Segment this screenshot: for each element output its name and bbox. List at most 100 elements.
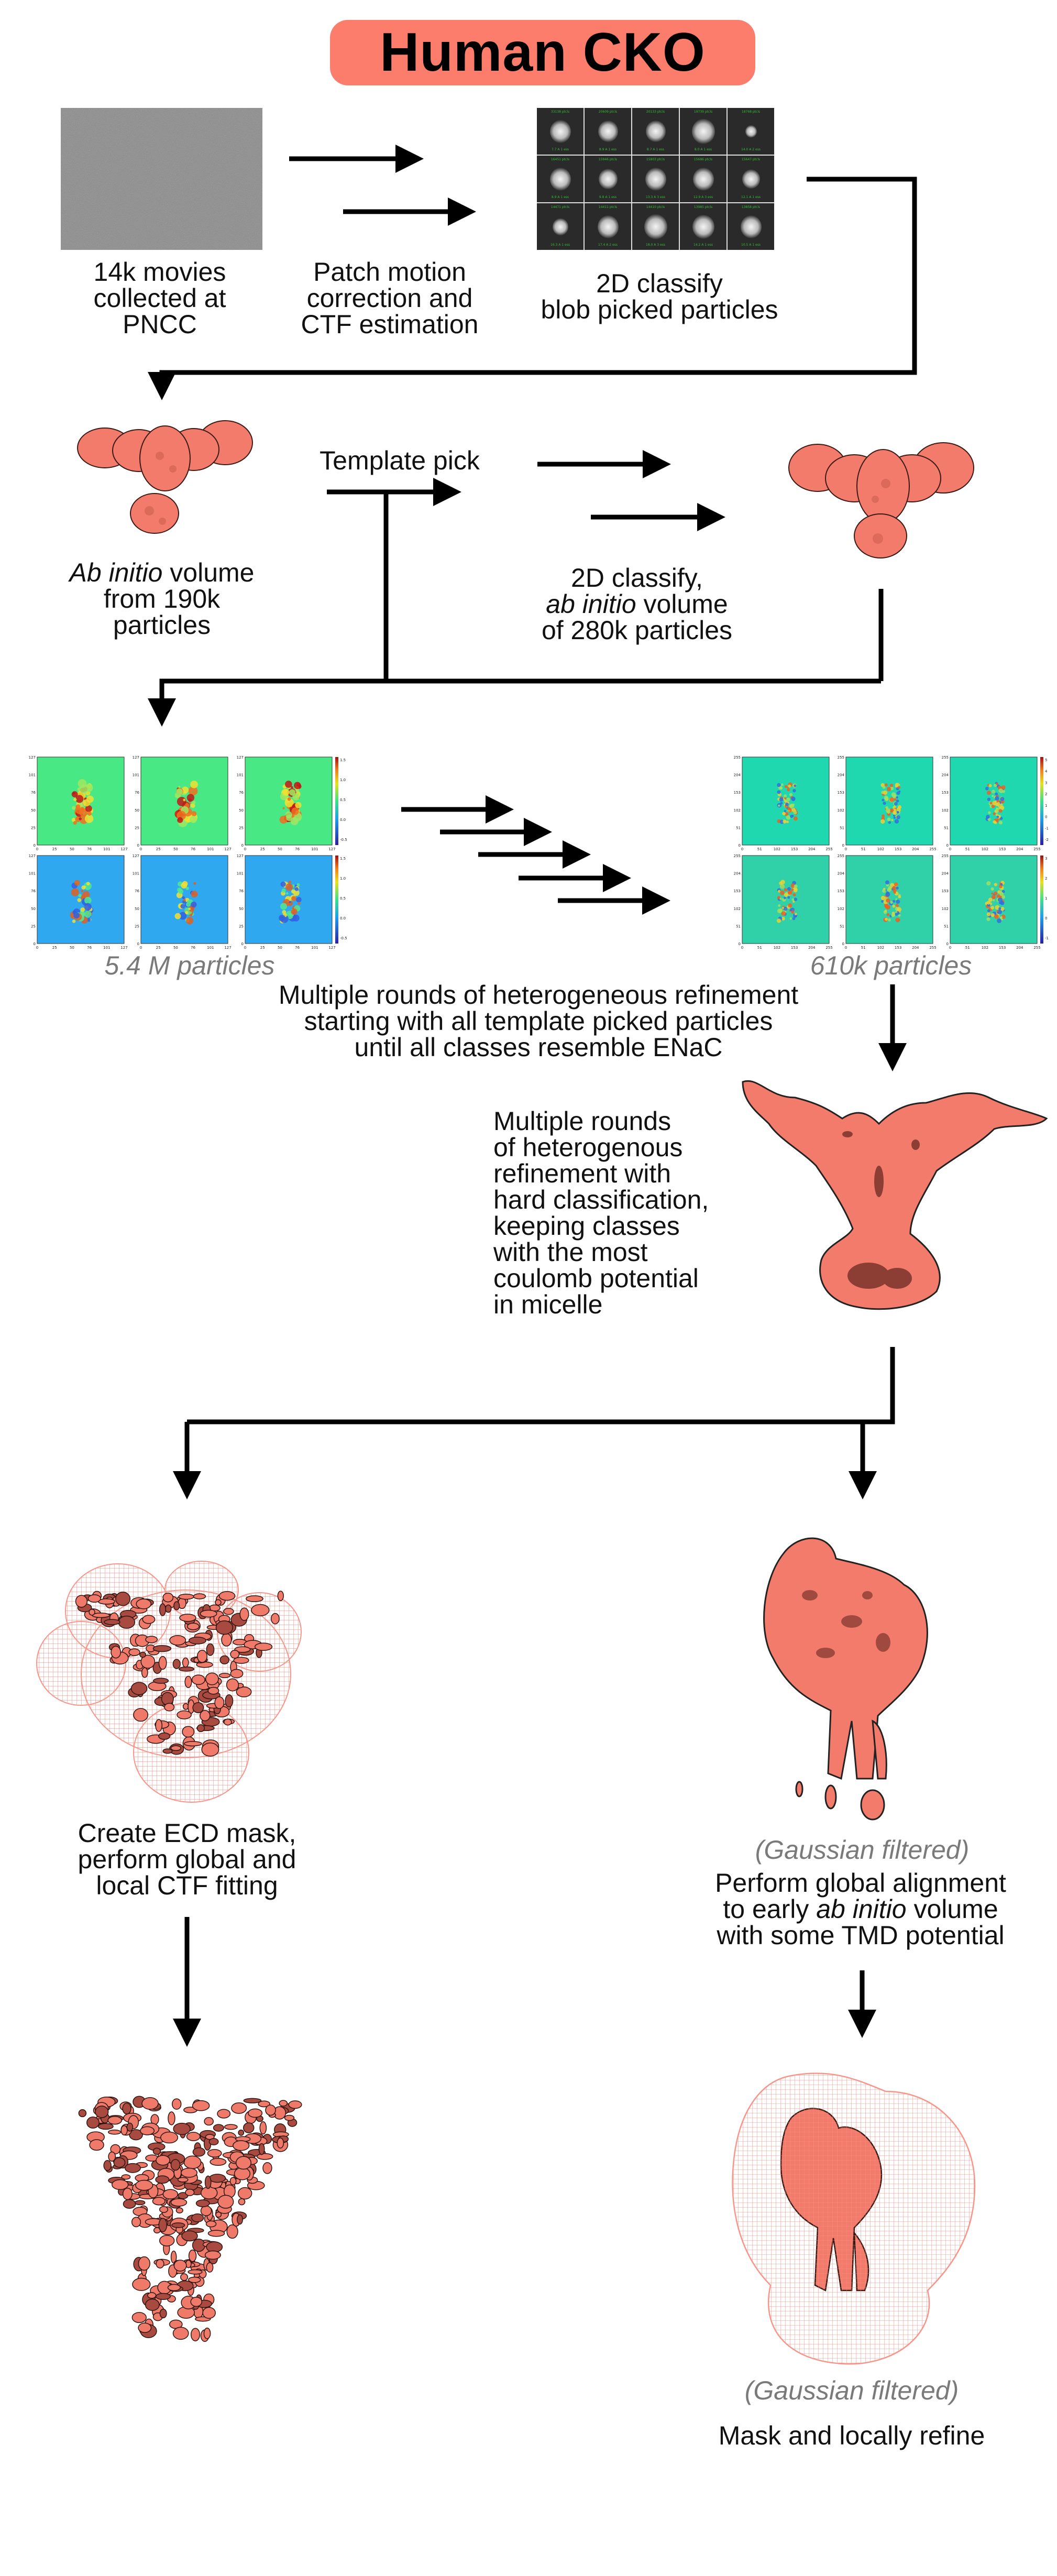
density-blob bbox=[238, 2198, 246, 2206]
x-tick-label: 102 bbox=[774, 847, 780, 851]
density-blob bbox=[177, 2177, 189, 2183]
density-blob bbox=[210, 2158, 227, 2166]
class-resolution: 9.8 A 1 ess bbox=[599, 195, 617, 199]
density-blob bbox=[185, 2188, 195, 2196]
density-blob bbox=[180, 2273, 189, 2281]
density-blob bbox=[239, 1607, 249, 1621]
density-blob bbox=[207, 2149, 222, 2158]
density-blob bbox=[225, 1694, 234, 1708]
density-blob bbox=[145, 2298, 160, 2311]
density-blob bbox=[204, 2250, 221, 2260]
label-line: in micelle bbox=[493, 1290, 603, 1319]
y-tick-label: 0 bbox=[946, 843, 949, 848]
y-tick-label: 51 bbox=[736, 826, 741, 830]
density-blob bbox=[183, 2155, 202, 2169]
x-tick-label: 0 bbox=[36, 847, 38, 851]
density-blob bbox=[205, 1672, 219, 1685]
label-line: 2D classify bbox=[596, 269, 723, 298]
density-blob bbox=[78, 2109, 87, 2118]
abinitio-volume-280k-image bbox=[788, 442, 974, 558]
density-blob bbox=[233, 1657, 249, 1664]
x-tick-label: 50 bbox=[70, 946, 74, 950]
density-blob bbox=[152, 2197, 166, 2206]
movies-label: 14k movies collected at PNCC bbox=[94, 259, 226, 337]
density-blob bbox=[126, 2122, 134, 2132]
density-blob bbox=[259, 2121, 267, 2135]
y-tick-label: 0 bbox=[842, 843, 844, 848]
ecd-refined-map-image bbox=[78, 2096, 302, 2342]
x-tick-label: 102 bbox=[774, 946, 780, 950]
density-blob bbox=[118, 1615, 136, 1629]
x-tick-label: 101 bbox=[103, 847, 110, 851]
density-blob bbox=[183, 1741, 202, 1747]
label-line: PNCC bbox=[123, 310, 197, 339]
density-blob bbox=[108, 2151, 116, 2162]
y-tick-label: 102 bbox=[942, 907, 949, 911]
density-blob bbox=[217, 2195, 234, 2209]
particle-blob bbox=[645, 120, 666, 142]
density-blob bbox=[184, 1675, 192, 1689]
density-blob bbox=[135, 2200, 146, 2206]
abinitio-label: Ab initio volume from 190k particles bbox=[70, 560, 255, 638]
x-tick-label: 255 bbox=[929, 946, 936, 950]
density-blob bbox=[178, 1593, 194, 1600]
y-tick-label: 25 bbox=[31, 924, 36, 928]
x-tick-label: 204 bbox=[808, 946, 816, 950]
y-tick-label: 76 bbox=[135, 791, 139, 795]
y-tick-label: 204 bbox=[942, 773, 949, 777]
particle-blob bbox=[692, 214, 714, 239]
y-tick-label: 255 bbox=[942, 854, 949, 858]
colorbar bbox=[1040, 757, 1043, 845]
y-tick-label: 51 bbox=[736, 924, 741, 928]
y-tick-label: 255 bbox=[942, 755, 949, 760]
label-line: to early ab initio volume bbox=[715, 1896, 1006, 1922]
density-blob bbox=[110, 2144, 121, 2155]
density-blob bbox=[215, 1599, 222, 1606]
density-blob bbox=[230, 1669, 244, 1679]
density-blob bbox=[152, 1645, 172, 1652]
colorbar-tick-label: 1 bbox=[1045, 896, 1047, 901]
colorbar-tick-label: 1.0 bbox=[340, 876, 346, 881]
ab-initio-volume-image bbox=[77, 420, 253, 534]
density-blob bbox=[142, 1615, 156, 1624]
class-particle-count: 18768 ptcls bbox=[741, 110, 761, 114]
density-blob bbox=[170, 2159, 181, 2171]
class-resolution: 8.9 A 1 ess bbox=[599, 148, 617, 151]
class-resolution: 10.5 A 1 ess bbox=[741, 243, 761, 247]
density-blob bbox=[188, 2276, 201, 2283]
density-blob bbox=[254, 1642, 273, 1651]
class-resolution: 12.1 A 1 ess bbox=[741, 195, 761, 199]
density-blob bbox=[258, 2143, 265, 2155]
density-blob bbox=[129, 2129, 143, 2141]
x-tick-label: 50 bbox=[278, 847, 282, 851]
density-blob bbox=[139, 1651, 146, 1658]
density-blob bbox=[196, 1650, 208, 1663]
class-resolution: 8.9 A 1 ess bbox=[551, 195, 569, 199]
density-blob bbox=[223, 1608, 234, 1615]
y-tick-label: 25 bbox=[31, 826, 36, 830]
density-blob bbox=[171, 2098, 182, 2110]
hard-classification-label: Multiple rounds of heterogenous refineme… bbox=[493, 1108, 709, 1318]
density-blob bbox=[251, 1604, 270, 1617]
y-tick-label: 51 bbox=[840, 826, 844, 830]
density-blob bbox=[140, 2126, 155, 2135]
density-blob bbox=[123, 2199, 136, 2209]
colorbar-tick-label: -2 bbox=[1045, 838, 1049, 842]
density-blob bbox=[170, 1745, 182, 1751]
density-blob bbox=[182, 1657, 189, 1668]
class-resolution: 16.3 A 1 ess bbox=[550, 243, 570, 247]
density-blob bbox=[156, 2259, 164, 2268]
density-blob bbox=[215, 1620, 234, 1635]
classify-abinitio-label: 2D classify, ab initio volume of 280k pa… bbox=[542, 565, 732, 643]
y-tick-label: 76 bbox=[31, 889, 36, 893]
y-tick-label: 153 bbox=[734, 791, 741, 795]
density-blob bbox=[136, 1598, 152, 1609]
y-tick-label: 204 bbox=[942, 872, 949, 876]
label-line: Multiple rounds bbox=[493, 1106, 671, 1136]
